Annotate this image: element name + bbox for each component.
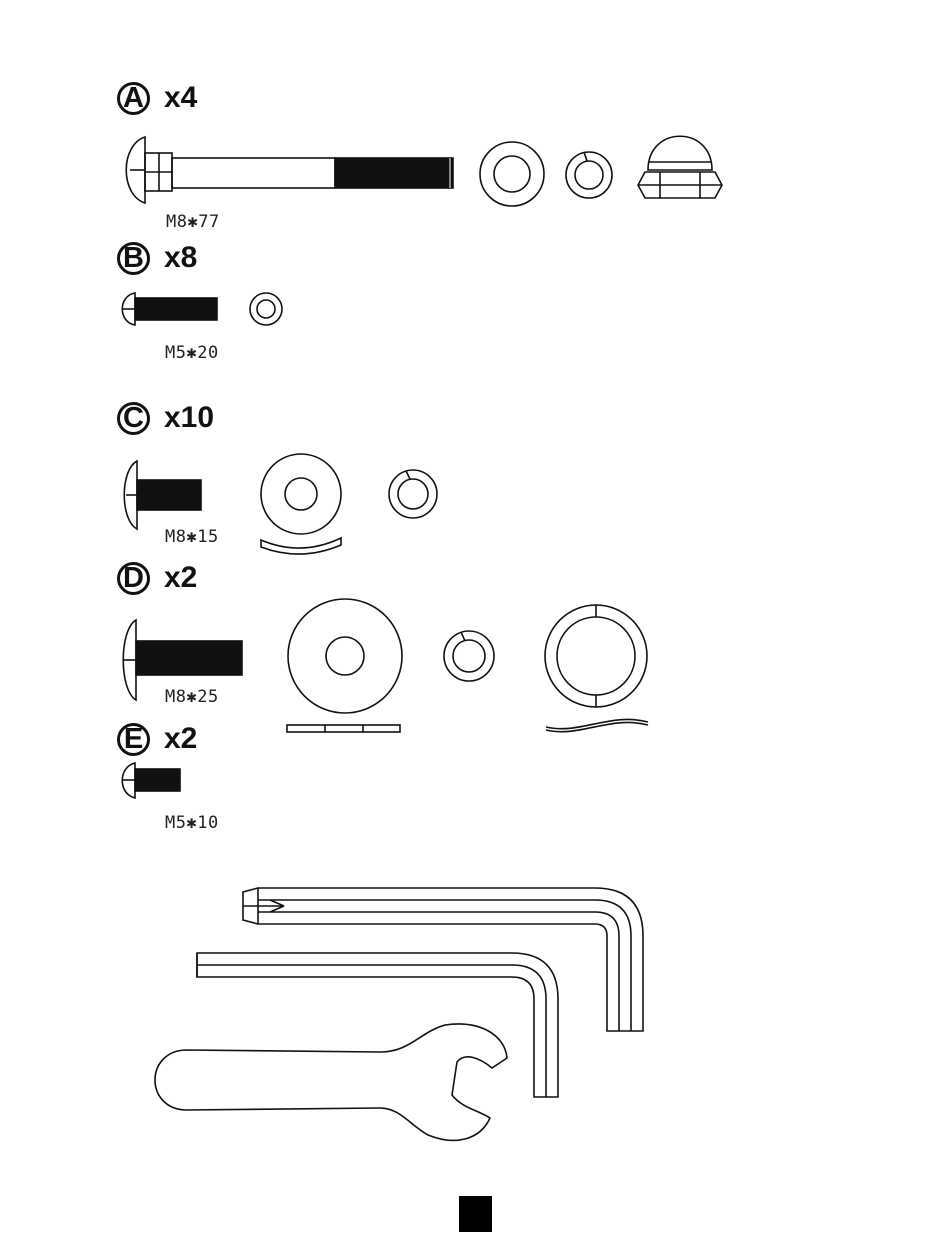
group-b-header: B x8 [117, 238, 197, 278]
group-d-qty: x2 [164, 561, 197, 595]
pan-head-screw-icon [122, 763, 180, 798]
spring-washer-icon [389, 470, 437, 518]
spring-washer-icon [566, 152, 612, 198]
flat-washer-icon [250, 293, 282, 325]
carriage-bolt-icon [126, 137, 453, 203]
group-e-qty: x2 [164, 722, 197, 756]
group-e-spec: M5✱10 [165, 813, 219, 833]
spring-washer-icon [444, 631, 494, 681]
page-marker [459, 1196, 492, 1232]
flat-washer-icon [480, 142, 544, 206]
acorn-nut-icon [638, 136, 722, 198]
open-end-wrench-icon [155, 1024, 507, 1140]
group-d-header: D x2 [117, 558, 197, 598]
group-c-qty: x10 [164, 401, 214, 435]
group-a-letter: A [117, 82, 150, 115]
group-a-spec: M8✱77 [166, 212, 220, 232]
button-head-bolt-icon [124, 461, 201, 529]
group-d-letter: D [117, 562, 150, 595]
group-e-header: E x2 [117, 719, 197, 759]
group-b-letter: B [117, 242, 150, 275]
group-a-header: A x4 [117, 78, 197, 118]
group-b-qty: x8 [164, 241, 197, 275]
group-c-spec: M8✱15 [165, 527, 219, 547]
group-e-letter: E [117, 723, 150, 756]
group-c-letter: C [117, 402, 150, 435]
group-a-qty: x4 [164, 81, 197, 115]
flat-washer-icon [261, 454, 341, 554]
group-b-spec: M5✱20 [165, 343, 219, 363]
large-flat-washer-icon [287, 599, 402, 732]
pan-head-screw-icon [122, 293, 217, 325]
group-d-spec: M8✱25 [165, 687, 219, 707]
allen-key-icon [197, 953, 558, 1097]
group-c-header: C x10 [117, 398, 214, 438]
allen-key-icon [243, 888, 643, 1031]
spacer-ring-icon [545, 605, 648, 732]
